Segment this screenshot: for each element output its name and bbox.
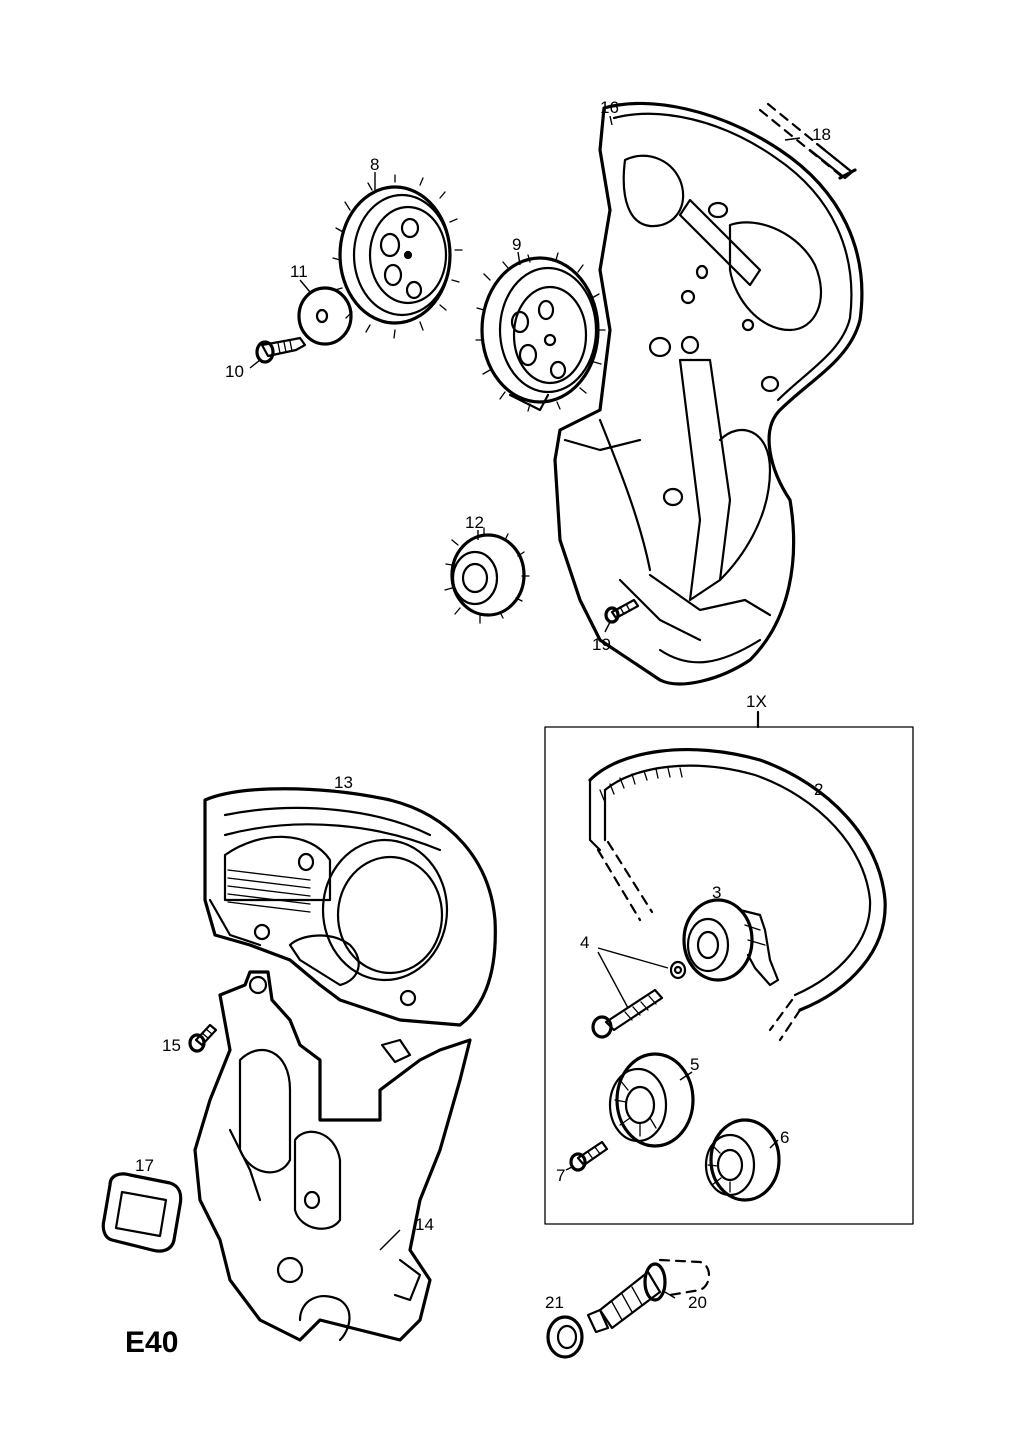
callout-19: 19	[592, 635, 611, 654]
callout-20: 20	[688, 1293, 707, 1312]
part-3-tensioner[interactable]	[682, 898, 780, 987]
callout-2: 2	[814, 780, 823, 799]
kit-1x-border	[544, 710, 914, 1225]
callout-18: 18	[812, 125, 831, 144]
leader-lines	[249, 115, 801, 1299]
callout-7: 7	[556, 1166, 565, 1185]
part-18-seal-strip[interactable]	[758, 102, 857, 180]
part-8-camshaft-sprocket[interactable]	[332, 174, 463, 339]
part-7-bolt[interactable]	[569, 1140, 609, 1172]
callout-1x: 1X	[746, 692, 767, 711]
callout-11: 11	[290, 262, 308, 281]
callout-21: 21	[545, 1293, 564, 1312]
part-19-bolt[interactable]	[604, 598, 640, 624]
part-5-idler-pulley[interactable]	[608, 1052, 695, 1148]
callout-8: 8	[370, 155, 379, 174]
callout-16: 16	[600, 98, 619, 117]
callout-4: 4	[580, 933, 589, 952]
part-2-timing-belt[interactable]	[588, 747, 887, 1042]
diagram-code: E40	[125, 1326, 178, 1359]
part-9-camshaft-sprocket[interactable]	[475, 252, 606, 412]
callout-9: 9	[512, 235, 521, 254]
callout-3: 3	[712, 883, 721, 902]
part-17-gasket[interactable]	[101, 1172, 183, 1253]
callout-10: 10	[225, 362, 244, 381]
part-14-front-lower-cover[interactable]	[193, 970, 472, 1342]
part-20-sensor[interactable]	[586, 1258, 711, 1334]
callout-6: 6	[780, 1128, 789, 1147]
part-13-front-upper-cover[interactable]	[203, 787, 497, 1027]
part-11-washer[interactable]	[297, 286, 353, 346]
part-16-rear-timing-cover[interactable]	[553, 101, 864, 686]
callout-13: 13	[334, 773, 353, 792]
part-15-bolt[interactable]	[188, 1023, 218, 1053]
part-6-idler-pulley[interactable]	[704, 1118, 781, 1202]
callout-15: 15	[162, 1036, 181, 1055]
part-21-seal-ring[interactable]	[546, 1315, 584, 1359]
callout-labels: 16 18 8 9 11 10 12 19 1X 13 2 3 4 15 5 6…	[125, 98, 831, 1359]
callout-14: 14	[415, 1215, 434, 1234]
callout-17: 17	[135, 1156, 154, 1175]
part-4-bolt-washer[interactable]	[591, 960, 687, 1039]
callout-5: 5	[690, 1055, 699, 1074]
part-10-bolt[interactable]	[255, 336, 307, 364]
part-12-crankshaft-sprocket[interactable]	[444, 527, 530, 624]
callout-12: 12	[465, 513, 484, 532]
